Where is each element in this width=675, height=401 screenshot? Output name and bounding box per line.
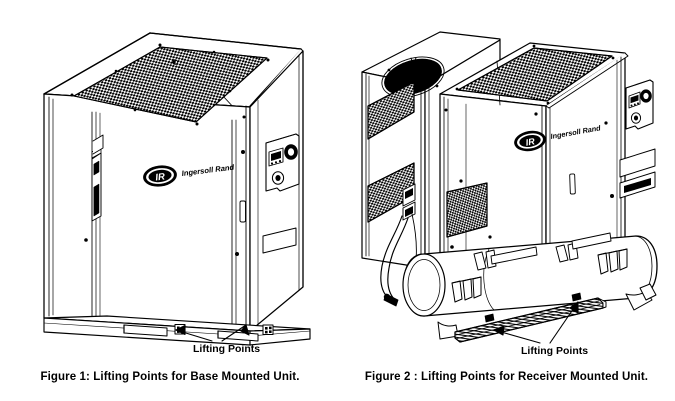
fig2-front-vent (446, 182, 488, 238)
figure-1-drawing: IR Ingersoll Rand (43, 32, 311, 346)
fig2-lifting-rail (454, 297, 607, 343)
fig2-rail-brackets (490, 232, 612, 265)
fig2-drain-hoses (380, 213, 417, 307)
fig1-door-handle (239, 200, 246, 223)
figure-2-drawing: IR Ingersoll Rand (361, 31, 658, 344)
figure-1-caption: Figure 1: Lifting Points for Base Mounte… (40, 371, 300, 383)
fig1-nameplate (262, 227, 297, 254)
fig1-lifting-bracket-2 (262, 324, 274, 335)
svg-text:IR: IR (525, 136, 536, 147)
fig2-foot-pads (437, 283, 657, 340)
fig2-door-handle (569, 173, 576, 195)
fig1-top-grille (70, 43, 270, 126)
fig1-control-panel (265, 133, 300, 192)
fig2-nameplate-lower (619, 171, 656, 199)
svg-text:IR: IR (155, 171, 166, 183)
fig1-ir-logo: IR Ingersoll Rand (143, 163, 235, 187)
fig1-lifting-slot-1 (123, 324, 168, 337)
fig2-nameplate-upper (619, 148, 656, 178)
fig2-rail-tabs (484, 292, 582, 323)
fig2-control-panel (625, 79, 654, 130)
fig1-lifting-points-callout: Lifting Points (193, 343, 261, 355)
fig2-top-fan (381, 56, 445, 98)
fig1-callout-leaders (175, 324, 250, 342)
figure-2-caption: Figure 2 : Lifting Points for Receiver M… (364, 371, 649, 383)
fig2-callout-leaders (493, 301, 579, 344)
fig2-top-grille (455, 44, 615, 105)
fig2-left-vent-upper (367, 81, 415, 140)
fig1-side-latch (91, 134, 104, 222)
fig2-tank-feet (451, 248, 628, 303)
fig2-lifting-points-callout: Lifting Points (521, 345, 589, 357)
